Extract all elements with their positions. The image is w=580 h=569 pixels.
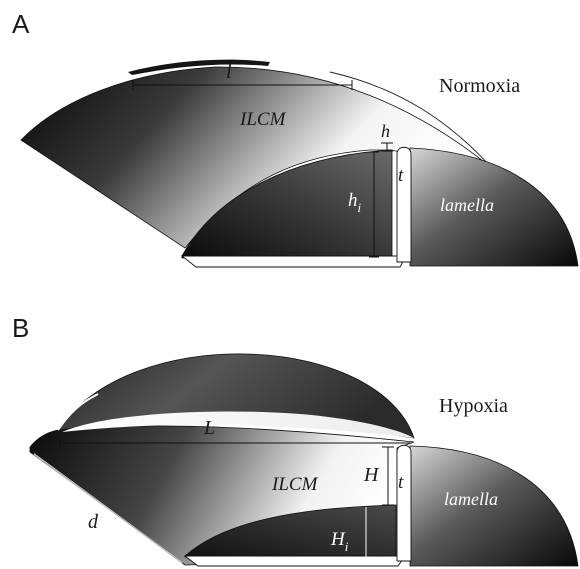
label-lamella-b: lamella [444, 489, 498, 509]
label-H: H [363, 464, 380, 486]
base-slab-b [185, 556, 405, 566]
panel-a: A Normoxia l ILCM h [12, 9, 578, 267]
label-ilcm-a: ILCM [239, 109, 287, 130]
label-lamella-a: lamella [440, 195, 494, 215]
label-t-a: t [398, 165, 404, 186]
panel-b: B Hypoxia L ILCM H [12, 313, 578, 566]
label-d: d [88, 511, 99, 533]
label-ilcm-b: ILCM [271, 474, 319, 495]
condition-label-normoxia: Normoxia [439, 75, 520, 97]
label-L: L [203, 417, 215, 439]
label-h: h [381, 121, 390, 141]
panel-letter-a: A [12, 9, 30, 39]
label-t-b: t [398, 472, 404, 493]
condition-label-hypoxia: Hypoxia [439, 395, 508, 417]
base-slab [182, 256, 406, 267]
label-l: l [226, 61, 232, 83]
thickness-slab-b [397, 445, 411, 561]
lamella-shape [410, 148, 578, 266]
panel-letter-b: B [12, 313, 29, 343]
